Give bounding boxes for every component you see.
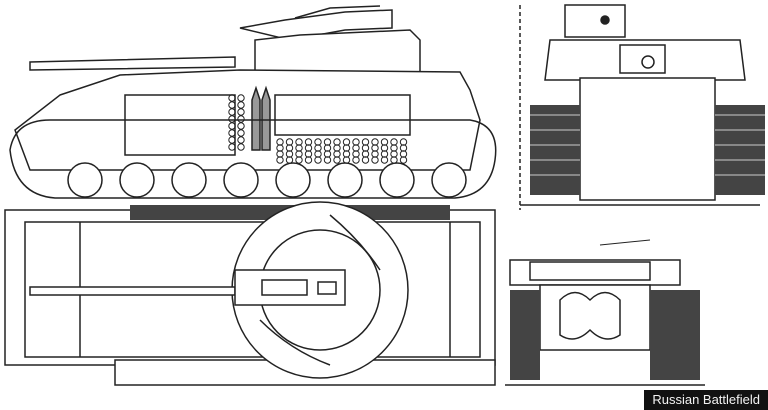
rear-view	[505, 239, 705, 386]
watermark-caption: Russian Battlefield	[644, 390, 768, 410]
side-view	[9, 5, 497, 199]
top-view	[4, 201, 496, 386]
front-view	[519, 4, 765, 210]
ammo-rack	[228, 94, 408, 164]
